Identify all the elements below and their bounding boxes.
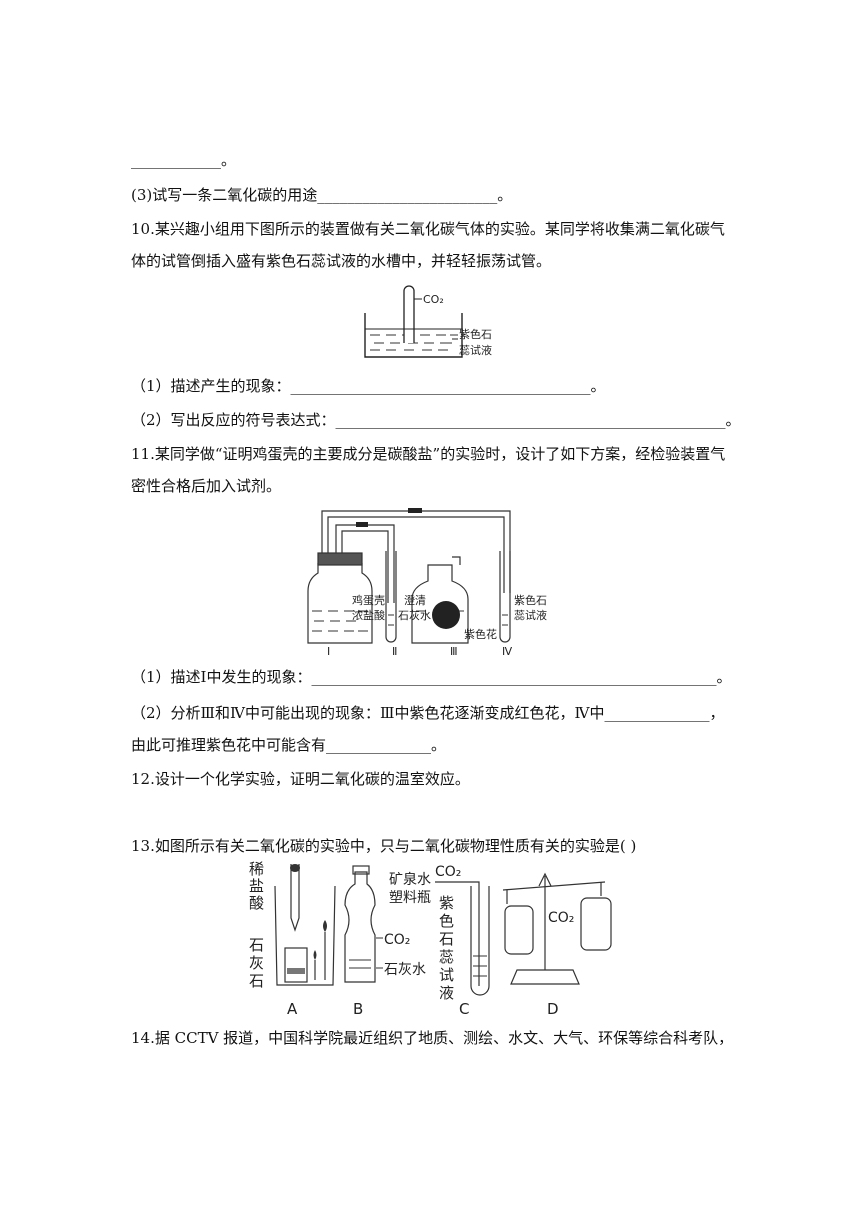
- fig3-c-label-3: 石: [439, 930, 454, 948]
- litmus-label-2: 蕊试液: [514, 608, 547, 622]
- label-II: Ⅱ: [392, 645, 397, 658]
- answer-blank-line: ____________。: [131, 151, 237, 169]
- acid-label: 浓盐酸: [352, 608, 385, 622]
- litmus-label-1: 紫色石: [514, 593, 547, 607]
- fig3-b-limewater: 石灰水: [384, 962, 426, 978]
- question-11-part-2: （2）分析Ⅲ和Ⅳ中可能出现的现象：Ⅲ中紫色花逐渐变成红色花，Ⅳ中________…: [131, 704, 725, 722]
- fig3-c-label-2: 色: [439, 912, 454, 930]
- limewater-label-2: 石灰水: [398, 608, 431, 622]
- fig3-a-label-5: 灰: [249, 954, 264, 972]
- purple-flower-icon: [432, 601, 460, 629]
- fig3-b-label-1: 矿泉水: [389, 871, 431, 888]
- fig3-c-label-5: 试: [439, 966, 454, 984]
- fig1-co2-label: CO₂: [423, 293, 444, 306]
- fig3-b-co2: CO₂: [384, 932, 410, 948]
- fig1-liquid-label-1: 紫色石: [459, 327, 492, 341]
- co2-experiments-figure: 稀 盐 酸 石 灰 石 A 矿泉水 塑料瓶 CO₂ 石灰水 B CO₂ 紫 色 …: [249, 860, 612, 1018]
- question-9-part-3: (3)试写一条二氧化碳的用途________________________。: [131, 186, 513, 204]
- fig3-d-co2: CO₂: [548, 910, 574, 926]
- label-I: Ⅰ: [327, 645, 330, 658]
- fig3-option-c: C: [459, 1000, 469, 1018]
- fig3-c-label-4: 蕊: [439, 948, 454, 966]
- eggshell-apparatus-figure: 鸡蛋壳 浓盐酸 澄清 石灰水 紫色花 紫色石 蕊试液 Ⅰ Ⅱ Ⅲ Ⅳ: [307, 508, 547, 658]
- question-11-part-1: （1）描述Ⅰ中发生的现象：___________________________…: [131, 668, 732, 686]
- fig3-option-a: A: [287, 1000, 298, 1018]
- question-12-text: 12.设计一个化学实验，证明二氧化碳的温室效应。: [131, 770, 470, 788]
- fig3-a-label-4: 石: [249, 936, 264, 954]
- question-13-text: 13.如图所示有关二氧化碳的实验中，只与二氧化碳物理性质有关的实验是( ): [131, 837, 637, 855]
- label-III: Ⅲ: [450, 645, 458, 658]
- fig3-option-d: D: [547, 1000, 559, 1018]
- question-10-part-1: （1）描述产生的现象：_____________________________…: [131, 377, 606, 395]
- question-10-text-2: 体的试管倒插入盛有紫色石蕊试液的水槽中，并轻轻振荡试管。: [131, 252, 552, 270]
- eggshell-label: 鸡蛋壳: [352, 593, 385, 607]
- fig3-option-b: B: [353, 1000, 363, 1018]
- label-IV: Ⅳ: [502, 645, 513, 658]
- fig3-a-label-3: 酸: [249, 894, 264, 912]
- fig1-liquid-label-2: 蕊试液: [459, 343, 492, 357]
- question-11-text-1: 11.某同学做“证明鸡蛋壳的主要成分是碳酸盐”的实验时，设计了如下方案，经检验装…: [131, 445, 726, 463]
- fig3-c-co2: CO₂: [435, 864, 461, 880]
- fig3-a-label-2: 盐: [249, 877, 264, 895]
- fig3-b-label-2: 塑料瓶: [389, 890, 431, 906]
- question-10-part-2: （2）写出反应的符号表达式：__________________________…: [131, 411, 741, 429]
- question-11-part-2-cont: 由此可推理紫色花中可能含有______________。: [131, 736, 447, 754]
- question-14-text: 14.据 CCTV 报道，中国科学院最近组织了地质、测绘、水文、大气、环保等综合…: [131, 1029, 734, 1047]
- limewater-label-1: 澄清: [404, 593, 426, 607]
- question-10-text-1: 10.某兴趣小组用下图所示的装置做有关二氧化碳气体的实验。某同学将收集满二氧化碳…: [131, 220, 725, 238]
- flower-label: 紫色花: [464, 627, 497, 641]
- co2-trough-figure: CO₂ 紫色石 蕊试液: [364, 285, 492, 358]
- fig3-c-label-1: 紫: [439, 894, 454, 912]
- fig3-a-label-1: 稀: [249, 860, 264, 878]
- fig3-c-label-6: 液: [439, 984, 454, 1002]
- question-11-text-2: 密性合格后加入试剂。: [131, 477, 282, 495]
- fig3-a-label-6: 石: [249, 972, 264, 990]
